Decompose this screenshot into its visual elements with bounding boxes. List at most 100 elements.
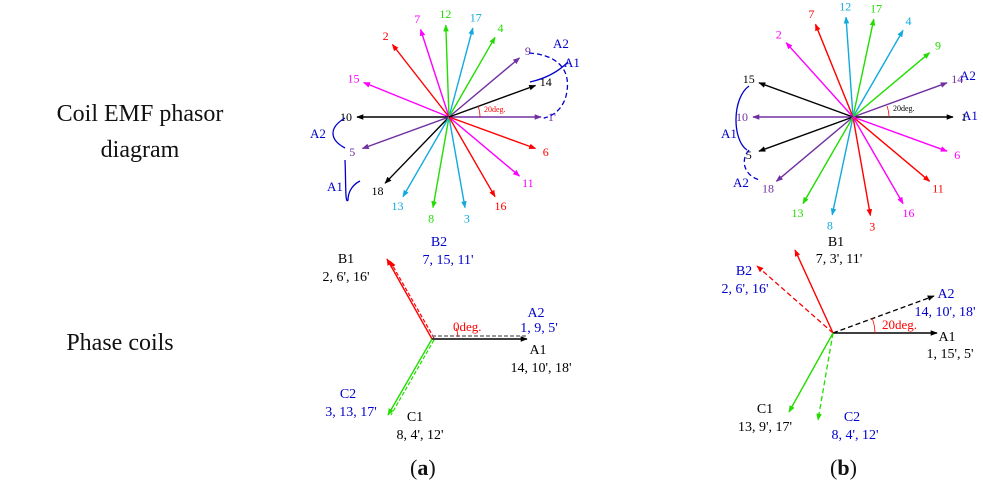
b-phasor-label-5: 5 [746, 148, 752, 162]
winding-labels-a: A2 A1 A2 A1 [310, 36, 580, 194]
a-phasor-12 [443, 24, 450, 118]
a-phasor-17 [448, 27, 474, 118]
phase-a-c2-title: C2 [340, 387, 356, 402]
b-phasor-label-11: 11 [932, 181, 944, 195]
b-phasor-2 [785, 42, 854, 118]
b-phasor-label-1: 1 [961, 110, 967, 124]
phase-labels-b: B1 7, 3', 11' B2 2, 6', 16' A2 14, 10', … [721, 235, 975, 443]
a-phasor-8 [431, 116, 450, 209]
b-phasor-label-16: 16 [903, 206, 915, 220]
phase-b-b-red [794, 249, 834, 334]
a-phasor-18 [384, 116, 450, 184]
a-phasor-label-3: 3 [464, 211, 470, 225]
phase-b-c-green-dash [816, 332, 834, 421]
b-phasor-5 [758, 116, 854, 152]
panel-a-open: ( [410, 455, 418, 480]
b-phasor-label-12: 12 [839, 0, 851, 13]
phase-b-c1-coils: 13, 9', 17' [738, 420, 792, 435]
b-phasor-4 [852, 29, 904, 118]
a-phasor-label-7: 7 [414, 12, 420, 26]
row-label-emf-line2: diagram [100, 137, 180, 163]
a-phasor-14 [448, 84, 537, 118]
a-phasor-label-13: 13 [392, 199, 404, 213]
a-phasor-2 [391, 43, 450, 118]
a-phasor-label-2: 2 [383, 29, 389, 43]
connection-b-5-18 [743, 149, 761, 181]
b-phasor-9 [852, 52, 931, 118]
b-phasor-label-10: 10 [736, 110, 748, 124]
phase-b-a2-title: A2 [937, 287, 954, 302]
row-label-phase-coils: Phase coils [66, 330, 174, 356]
b-phasor-12 [843, 16, 854, 118]
phase-b-angle-label: 20deg. [882, 317, 917, 332]
winding-labels-b: A2 A1 A1 A2 [721, 68, 978, 190]
panel-b-close: ) [849, 455, 857, 480]
panel-a-letter: a [417, 455, 429, 480]
phase-b-b2-coils: 2, 6', 16' [721, 282, 768, 297]
a-phasor-label-9: 9 [525, 44, 531, 58]
phase-a-a2-title: A2 [527, 306, 544, 321]
phase-b-c2-title: C2 [844, 410, 860, 425]
row-label-emf-line1: Coil EMF phasor [56, 101, 224, 127]
phase-coils-a: 0deg. [386, 258, 528, 416]
b-phasor-6 [852, 116, 948, 152]
b-phasor-label-17: 17 [870, 1, 882, 15]
angle-label-phasor-a: 20deg. [484, 105, 506, 114]
b-phasor-3 [852, 116, 873, 217]
label-a1-left-b: A1 [721, 126, 737, 141]
b-phasor-label-14: 14 [951, 72, 963, 86]
b-phasor-label-2: 2 [776, 28, 782, 42]
a-phasor-label-18: 18 [372, 184, 384, 198]
label-a2-right-a: A2 [553, 36, 569, 51]
connection-b-15-5 [735, 85, 750, 151]
a-phasor-3 [448, 116, 467, 209]
a-phasor-label-5: 5 [349, 145, 355, 159]
panel-label-a: (a) [410, 455, 436, 481]
b-phasor-label-8: 8 [827, 219, 833, 233]
phase-a-a2-coils: 1, 9, 5' [520, 321, 558, 336]
b-phasor-7 [814, 23, 854, 118]
phase-a-c-green-dash [390, 339, 435, 416]
a-phasor-label-10: 10 [340, 110, 352, 124]
a-phasor-label-12: 12 [439, 7, 451, 21]
connection-a-9-to-1 [528, 52, 568, 119]
angle-label-phasor-b: 20deg. [893, 104, 915, 113]
phase-a-c-green [387, 338, 433, 416]
phase-a-c2-coils: 3, 13, 17' [325, 405, 377, 420]
panel-b-letter: b [837, 455, 850, 480]
phase-a-b1-title: B1 [338, 252, 354, 267]
label-a1-right-a: A1 [564, 55, 580, 70]
phase-b-a1-title: A1 [938, 330, 955, 345]
b-phasor-label-9: 9 [935, 39, 941, 53]
b-phasor-label-6: 6 [954, 148, 960, 162]
b-phasor-11 [852, 116, 931, 182]
a-phasor-label-11: 11 [522, 176, 534, 190]
phase-coils-b: 20deg. [756, 249, 938, 421]
connection-a-18 [344, 159, 361, 202]
a-phasor-label-16: 16 [495, 199, 507, 213]
phase-a-angle-label: 0deg. [453, 319, 482, 334]
phase-b-b2-title: B2 [736, 264, 752, 279]
phase-a-a1-title: A1 [529, 343, 546, 358]
b-phasor-14 [852, 82, 948, 118]
phase-a-c1-coils: 8, 4', 12' [396, 428, 443, 443]
angle-arc-phasor-a [477, 105, 481, 118]
a-phasor-label-8: 8 [428, 211, 434, 225]
phase-a-b2-title: B2 [431, 235, 447, 250]
phase-b-a2-coils: 14, 10', 18' [914, 305, 975, 320]
phase-a-a1-coils: 14, 10', 18' [510, 361, 571, 376]
connection-a-10-5 [332, 117, 346, 149]
a-phasor-4 [448, 36, 496, 118]
b-phasor-label-15: 15 [743, 72, 755, 86]
a-phasor-15 [363, 81, 450, 118]
label-a2-right-b: A2 [960, 68, 976, 83]
b-phasor-label-13: 13 [792, 206, 804, 220]
phase-a-b1-coils: 2, 6', 16' [322, 270, 369, 285]
phase-a-c1-title: C1 [407, 410, 423, 425]
phase-b-c2-coils: 8, 4', 12' [831, 428, 878, 443]
label-a2-left-b: A2 [733, 175, 749, 190]
b-phasor-label-4: 4 [906, 14, 912, 28]
